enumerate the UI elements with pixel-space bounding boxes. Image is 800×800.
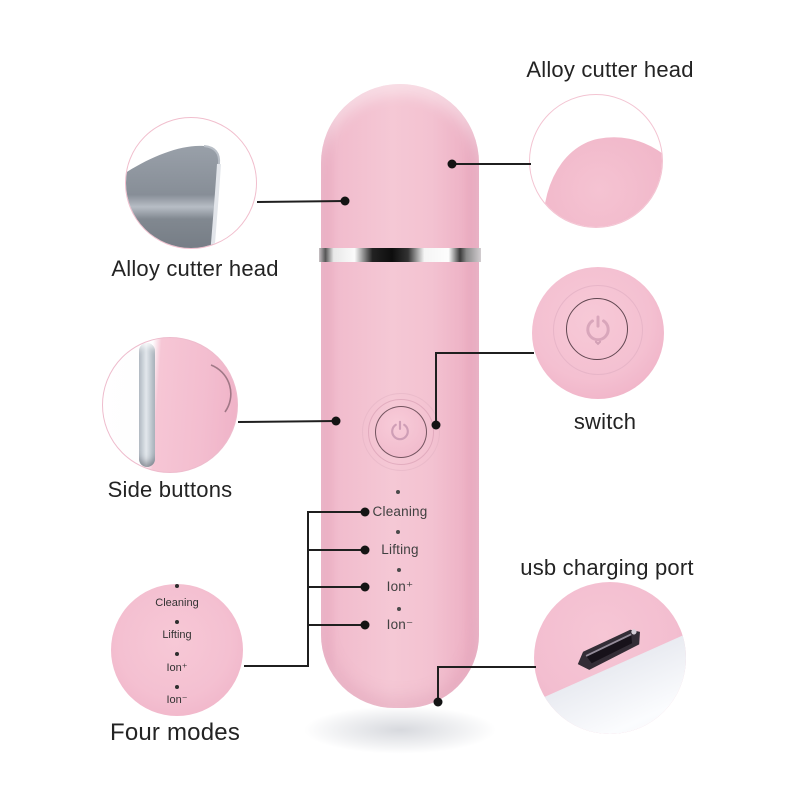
device-mode-label-ion-minus: Ion⁻ bbox=[386, 617, 414, 632]
micro-usb-port-icon bbox=[577, 629, 640, 670]
mode-indicator-dot bbox=[396, 490, 400, 494]
switch-label: switch bbox=[573, 409, 637, 434]
side-buttons-label: Side buttons bbox=[107, 477, 233, 502]
circle-mode-label-ion-plus: Ion⁺ bbox=[166, 662, 188, 674]
connector-alloy-left bbox=[256, 200, 346, 203]
connector-dot bbox=[360, 620, 370, 630]
usb-charging-port-label: usb charging port bbox=[520, 555, 694, 580]
circle-mode-label-cleaning: Cleaning bbox=[155, 597, 199, 609]
power-button-inner-ring bbox=[368, 399, 434, 465]
power-button-outer-ring bbox=[362, 393, 440, 471]
metal-spatula-detail bbox=[126, 145, 221, 248]
side-buttons-zoom-circle bbox=[102, 337, 238, 473]
alloy-cutter-head-left-label: Alloy cutter head bbox=[111, 256, 279, 281]
usb-port-zoom-circle bbox=[534, 582, 686, 734]
device-mode-label-ion-plus: Ion⁺ bbox=[386, 579, 414, 594]
mode-indicator-dot bbox=[175, 685, 179, 689]
switch-zoom-circle bbox=[532, 267, 664, 399]
switch-button-ring bbox=[566, 298, 628, 360]
mode-indicator-dot bbox=[397, 568, 401, 572]
mode-indicator-dot bbox=[175, 652, 179, 656]
connector-switch bbox=[435, 352, 534, 425]
device-mode-label-cleaning: Cleaning bbox=[372, 504, 428, 519]
mode-indicator-dot bbox=[175, 584, 179, 588]
connector-dot bbox=[447, 159, 457, 169]
connector-dot bbox=[431, 420, 441, 430]
power-button bbox=[375, 406, 427, 458]
connector-four-modes-bracket bbox=[244, 511, 365, 667]
connector-dot bbox=[331, 416, 341, 426]
silver-band bbox=[319, 248, 481, 262]
device-mode-label-lifting: Lifting bbox=[381, 542, 419, 557]
mode-indicator-dot bbox=[396, 530, 400, 534]
mode-indicator-dot bbox=[175, 620, 179, 624]
side-button-detail bbox=[139, 343, 155, 467]
edge-arc-detail bbox=[210, 364, 232, 413]
connector-dot bbox=[360, 545, 370, 555]
switch-outer-ring bbox=[553, 285, 643, 375]
four-modes-label: Four modes bbox=[109, 719, 241, 746]
circle-mode-label-lifting: Lifting bbox=[162, 629, 192, 641]
device-shadow bbox=[303, 706, 497, 754]
four-modes-zoom-circle: Cleaning Lifting Ion⁺ Ion⁻ bbox=[111, 584, 243, 716]
power-icon bbox=[391, 420, 409, 441]
alloy-cutter-head-left-zoom-circle bbox=[125, 117, 257, 249]
connector-usb bbox=[437, 666, 536, 702]
connector-dot bbox=[340, 196, 350, 206]
connector-side-buttons bbox=[237, 420, 337, 423]
connector-dot bbox=[360, 507, 370, 517]
connector-dot bbox=[360, 582, 370, 592]
alloy-cutter-head-top-label: Alloy cutter head bbox=[526, 57, 694, 82]
alloy-cutter-head-top-zoom-circle bbox=[529, 94, 663, 228]
power-icon bbox=[586, 315, 610, 346]
mode-indicator-dot bbox=[397, 607, 401, 611]
circle-mode-label-ion-minus: Ion⁻ bbox=[166, 694, 188, 706]
connector-dot bbox=[433, 697, 443, 707]
